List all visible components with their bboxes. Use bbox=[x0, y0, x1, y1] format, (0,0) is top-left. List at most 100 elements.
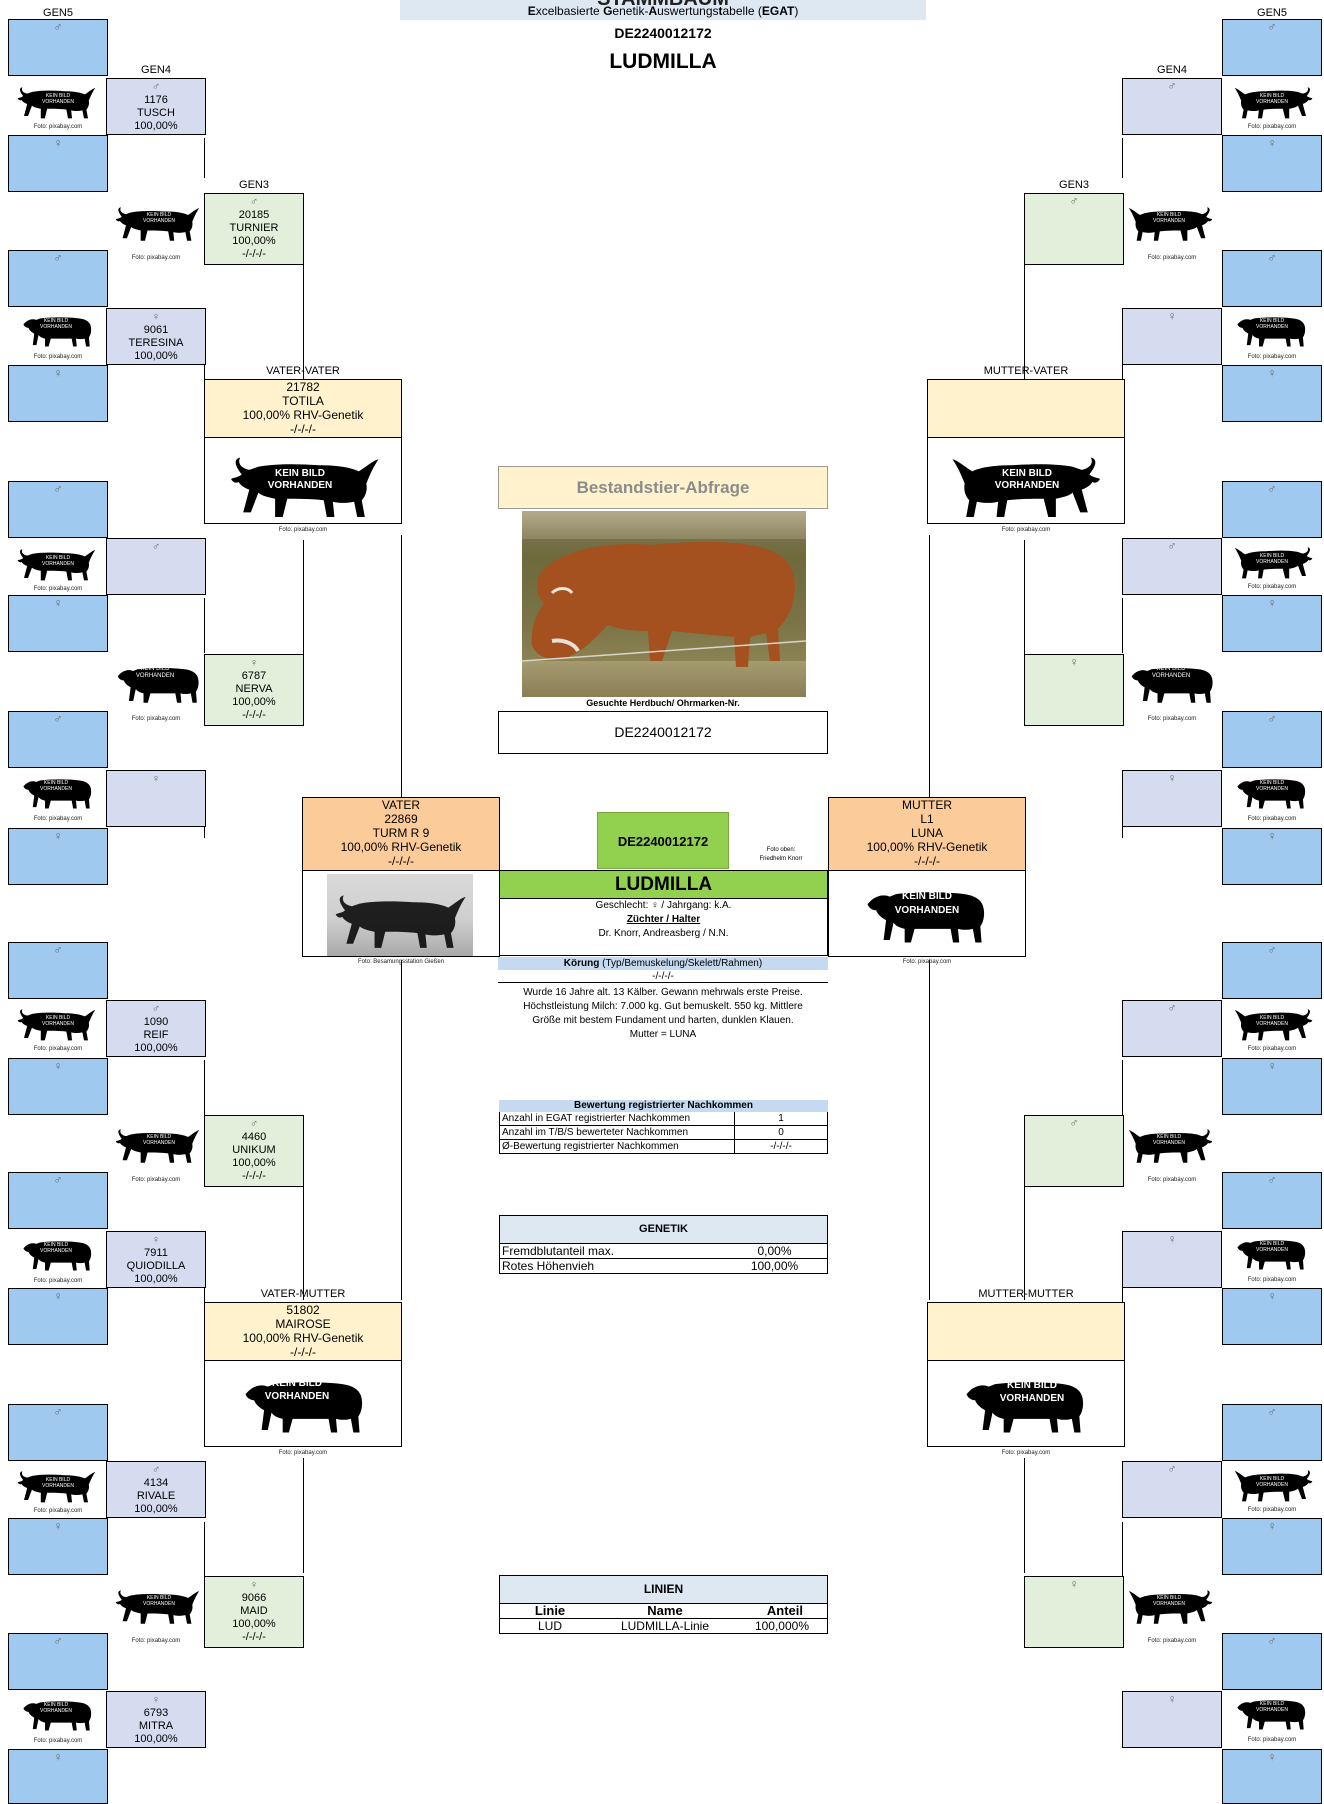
gen5-right-box[interactable]: ♀ bbox=[1222, 135, 1322, 192]
gen5-left-box[interactable]: ♀ bbox=[8, 135, 108, 192]
photo-credit: Foto: pixabay.com bbox=[1247, 1046, 1297, 1052]
gen5-right-box[interactable]: ♀ bbox=[1222, 1749, 1322, 1804]
cow-silhouette-icon bbox=[1236, 310, 1308, 350]
gen5-left-box[interactable]: ♂ bbox=[8, 1633, 108, 1690]
photo-credit: Foto: pixabay.com bbox=[1147, 1638, 1197, 1644]
mutter-photo-credit: Foto: pixabay.com bbox=[902, 959, 952, 965]
photo-credit: Foto: pixabay.com bbox=[1147, 1177, 1197, 1183]
gen5-right-box[interactable]: ♂ bbox=[1222, 942, 1322, 999]
gen4-right-box[interactable]: ♂ bbox=[1122, 1000, 1222, 1057]
photo-credit: Foto: pixabay.com bbox=[1247, 124, 1297, 130]
gen4-right-box[interactable]: ♀ bbox=[1122, 1231, 1222, 1288]
gen3-right-box[interactable]: ♀ bbox=[1024, 654, 1124, 726]
gen4-left-box[interactable]: ♀ bbox=[106, 770, 206, 827]
gen5-right-box[interactable]: ♂ bbox=[1222, 711, 1322, 768]
gen5-right-box[interactable]: ♀ bbox=[1222, 1518, 1322, 1575]
gen5-left-box[interactable]: ♂ bbox=[8, 250, 108, 307]
gen5-right-box[interactable]: ♂ bbox=[1222, 250, 1322, 307]
search-input[interactable]: DE2240012172 bbox=[498, 711, 828, 754]
gen5-right-box[interactable]: ♂ bbox=[1222, 1404, 1322, 1461]
photo-credit: Foto: pixabay.com bbox=[33, 1508, 83, 1514]
bestandstier-abfrage-button[interactable]: Bestandstier-Abfrage bbox=[498, 466, 828, 509]
gen5-left-box[interactable]: ♀ bbox=[8, 1288, 108, 1345]
gen5-right-box[interactable]: ♀ bbox=[1222, 365, 1322, 422]
photo-credit: Foto: pixabay.com bbox=[131, 1177, 181, 1183]
gen5-left-box[interactable]: ♀ bbox=[8, 1518, 108, 1575]
photo-credit: Foto: pixabay.com bbox=[33, 354, 83, 360]
cow-silhouette-icon bbox=[1236, 772, 1308, 812]
gen5-left-box[interactable]: ♀ bbox=[8, 1749, 108, 1804]
gen5-left-box[interactable]: ♂ bbox=[8, 711, 108, 768]
photo-credit: Foto: pixabay.com bbox=[131, 716, 181, 722]
vater-photo-credit: Foto: Besamungsstation Gießen bbox=[357, 959, 445, 965]
gen4-right-box[interactable]: ♂ bbox=[1122, 78, 1222, 135]
photo-credit: Foto: pixabay.com bbox=[1001, 527, 1051, 533]
photo-credit: Foto: pixabay.com bbox=[1001, 1450, 1051, 1456]
gen5-left-box[interactable]: ♀ bbox=[8, 828, 108, 885]
gen5-right-box[interactable]: ♀ bbox=[1222, 595, 1322, 652]
gen5-right-box[interactable]: ♂ bbox=[1222, 1633, 1322, 1690]
gen5-right-box[interactable]: ♂ bbox=[1222, 1172, 1322, 1229]
gen5-right-box[interactable]: ♀ bbox=[1222, 828, 1322, 885]
photo-credit: Foto: pixabay.com bbox=[33, 1278, 83, 1284]
gen5-left-box[interactable]: ♂ bbox=[8, 19, 108, 76]
animal-description: Wurde 16 Jahre alt. 13 Kälber. Gewann me… bbox=[523, 987, 803, 1040]
offspring-row: Ø-Bewertung registrierter Nachkommen -/-… bbox=[502, 1140, 792, 1153]
mutter-mutter-info bbox=[928, 1303, 1124, 1361]
photo-credit-top: Foto oben:Friedhelm Knorr bbox=[759, 847, 803, 862]
gen5-right-box[interactable]: ♀ bbox=[1222, 1058, 1322, 1115]
vater-vater-label: VATER-VATER bbox=[266, 365, 340, 377]
genetik-title: GENETIK bbox=[500, 1216, 827, 1244]
gen4-right-box[interactable]: ♂ bbox=[1122, 1461, 1222, 1518]
gen4-right-box[interactable]: ♀ bbox=[1122, 308, 1222, 365]
genetik-row: Fremdblutanteil max. 0,00% bbox=[500, 1244, 827, 1259]
photo-credit: Foto: pixabay.com bbox=[33, 586, 83, 592]
gen5-right-box[interactable]: ♀ bbox=[1222, 1288, 1322, 1345]
gen4-right-box[interactable]: ♂ bbox=[1122, 538, 1222, 595]
gen5-left-box[interactable]: ♂ bbox=[8, 1404, 108, 1461]
gen5-left-box[interactable]: ♂ bbox=[8, 1172, 108, 1229]
gen3-right-box[interactable]: ♀ bbox=[1024, 1576, 1124, 1648]
gen5-left-box[interactable]: ♂ bbox=[8, 481, 108, 538]
gen4-right-box[interactable]: ♀ bbox=[1122, 770, 1222, 827]
gen5-right-box[interactable]: ♂ bbox=[1222, 19, 1322, 76]
gen5-left-box[interactable]: ♀ bbox=[8, 1058, 108, 1115]
header-id: DE2240012172 bbox=[614, 25, 712, 41]
gen5-left-box[interactable]: ♀ bbox=[8, 365, 108, 422]
gen5-right-box[interactable]: ♂ bbox=[1222, 481, 1322, 538]
gen5-left-box[interactable]: ♂ bbox=[8, 942, 108, 999]
gen4-right-box[interactable]: ♀ bbox=[1122, 1691, 1222, 1748]
gen3-right-box[interactable]: ♂ bbox=[1024, 193, 1124, 265]
offspring-table: Bewertung registrierter Nachkommen Anzah… bbox=[499, 1100, 828, 1154]
gen5-left-box[interactable]: ♀ bbox=[8, 595, 108, 652]
gen4-left-box[interactable]: ♂ bbox=[106, 538, 206, 595]
photo-credit: Foto: pixabay.com bbox=[278, 1450, 328, 1456]
gen3-right-box[interactable]: ♂ bbox=[1024, 1115, 1124, 1187]
